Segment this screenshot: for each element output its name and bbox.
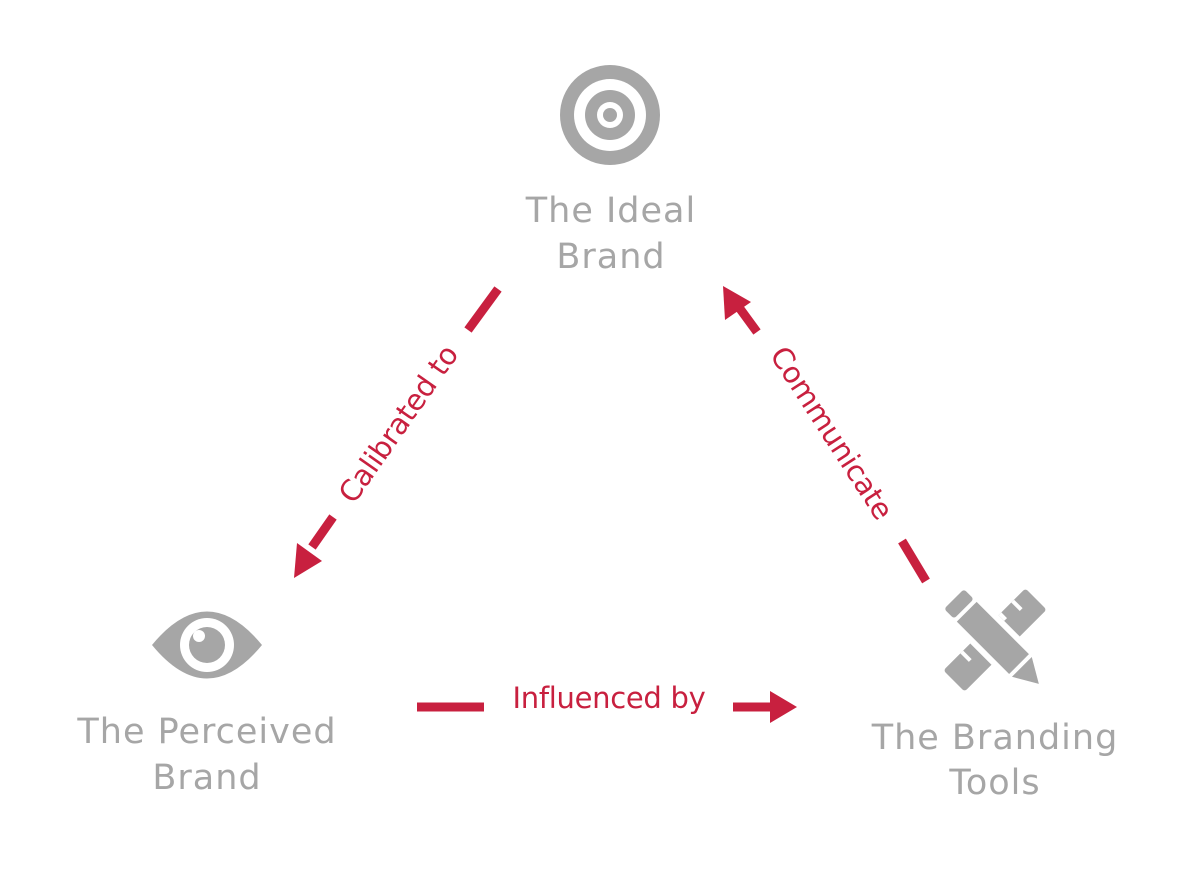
eye-icon [152,611,262,679]
edge-communicate-label: Communicate [763,340,900,525]
edge-calibrated-to-arrowhead [294,543,322,578]
node-ideal-label-line1: The Ideal [525,191,696,231]
edge-communicate: Communicate [723,286,930,584]
edge-influenced-by: Influenced by [417,681,797,723]
node-ideal-brand: The Ideal Brand [525,65,696,277]
edge-communicate-arrowhead [723,286,751,320]
edge-calibrated-to: Calibrated to [294,286,502,578]
node-perceived-brand: The Perceived Brand [76,611,336,798]
node-tools-label-line1: The Branding [871,718,1119,758]
node-ideal-label-line2: Brand [556,237,665,277]
edge-communicate-line-end [898,538,930,584]
edge-communicate-line-start [734,303,761,335]
edge-influenced-by-label: Influenced by [513,681,706,715]
node-perceived-label-line1: The Perceived [76,712,336,752]
edge-calibrated-to-label: Calibrated to [332,339,466,509]
node-perceived-label-line2: Brand [152,758,261,798]
edge-influenced-by-arrowhead [770,691,797,723]
node-tools-label-line2: Tools [948,763,1040,803]
edge-calibrated-to-line-start [464,286,502,333]
target-icon [560,65,660,165]
node-branding-tools: The Branding Tools [871,582,1119,803]
edge-calibrated-to-line-end [308,514,337,550]
pencil-ruler-icon [937,582,1046,691]
